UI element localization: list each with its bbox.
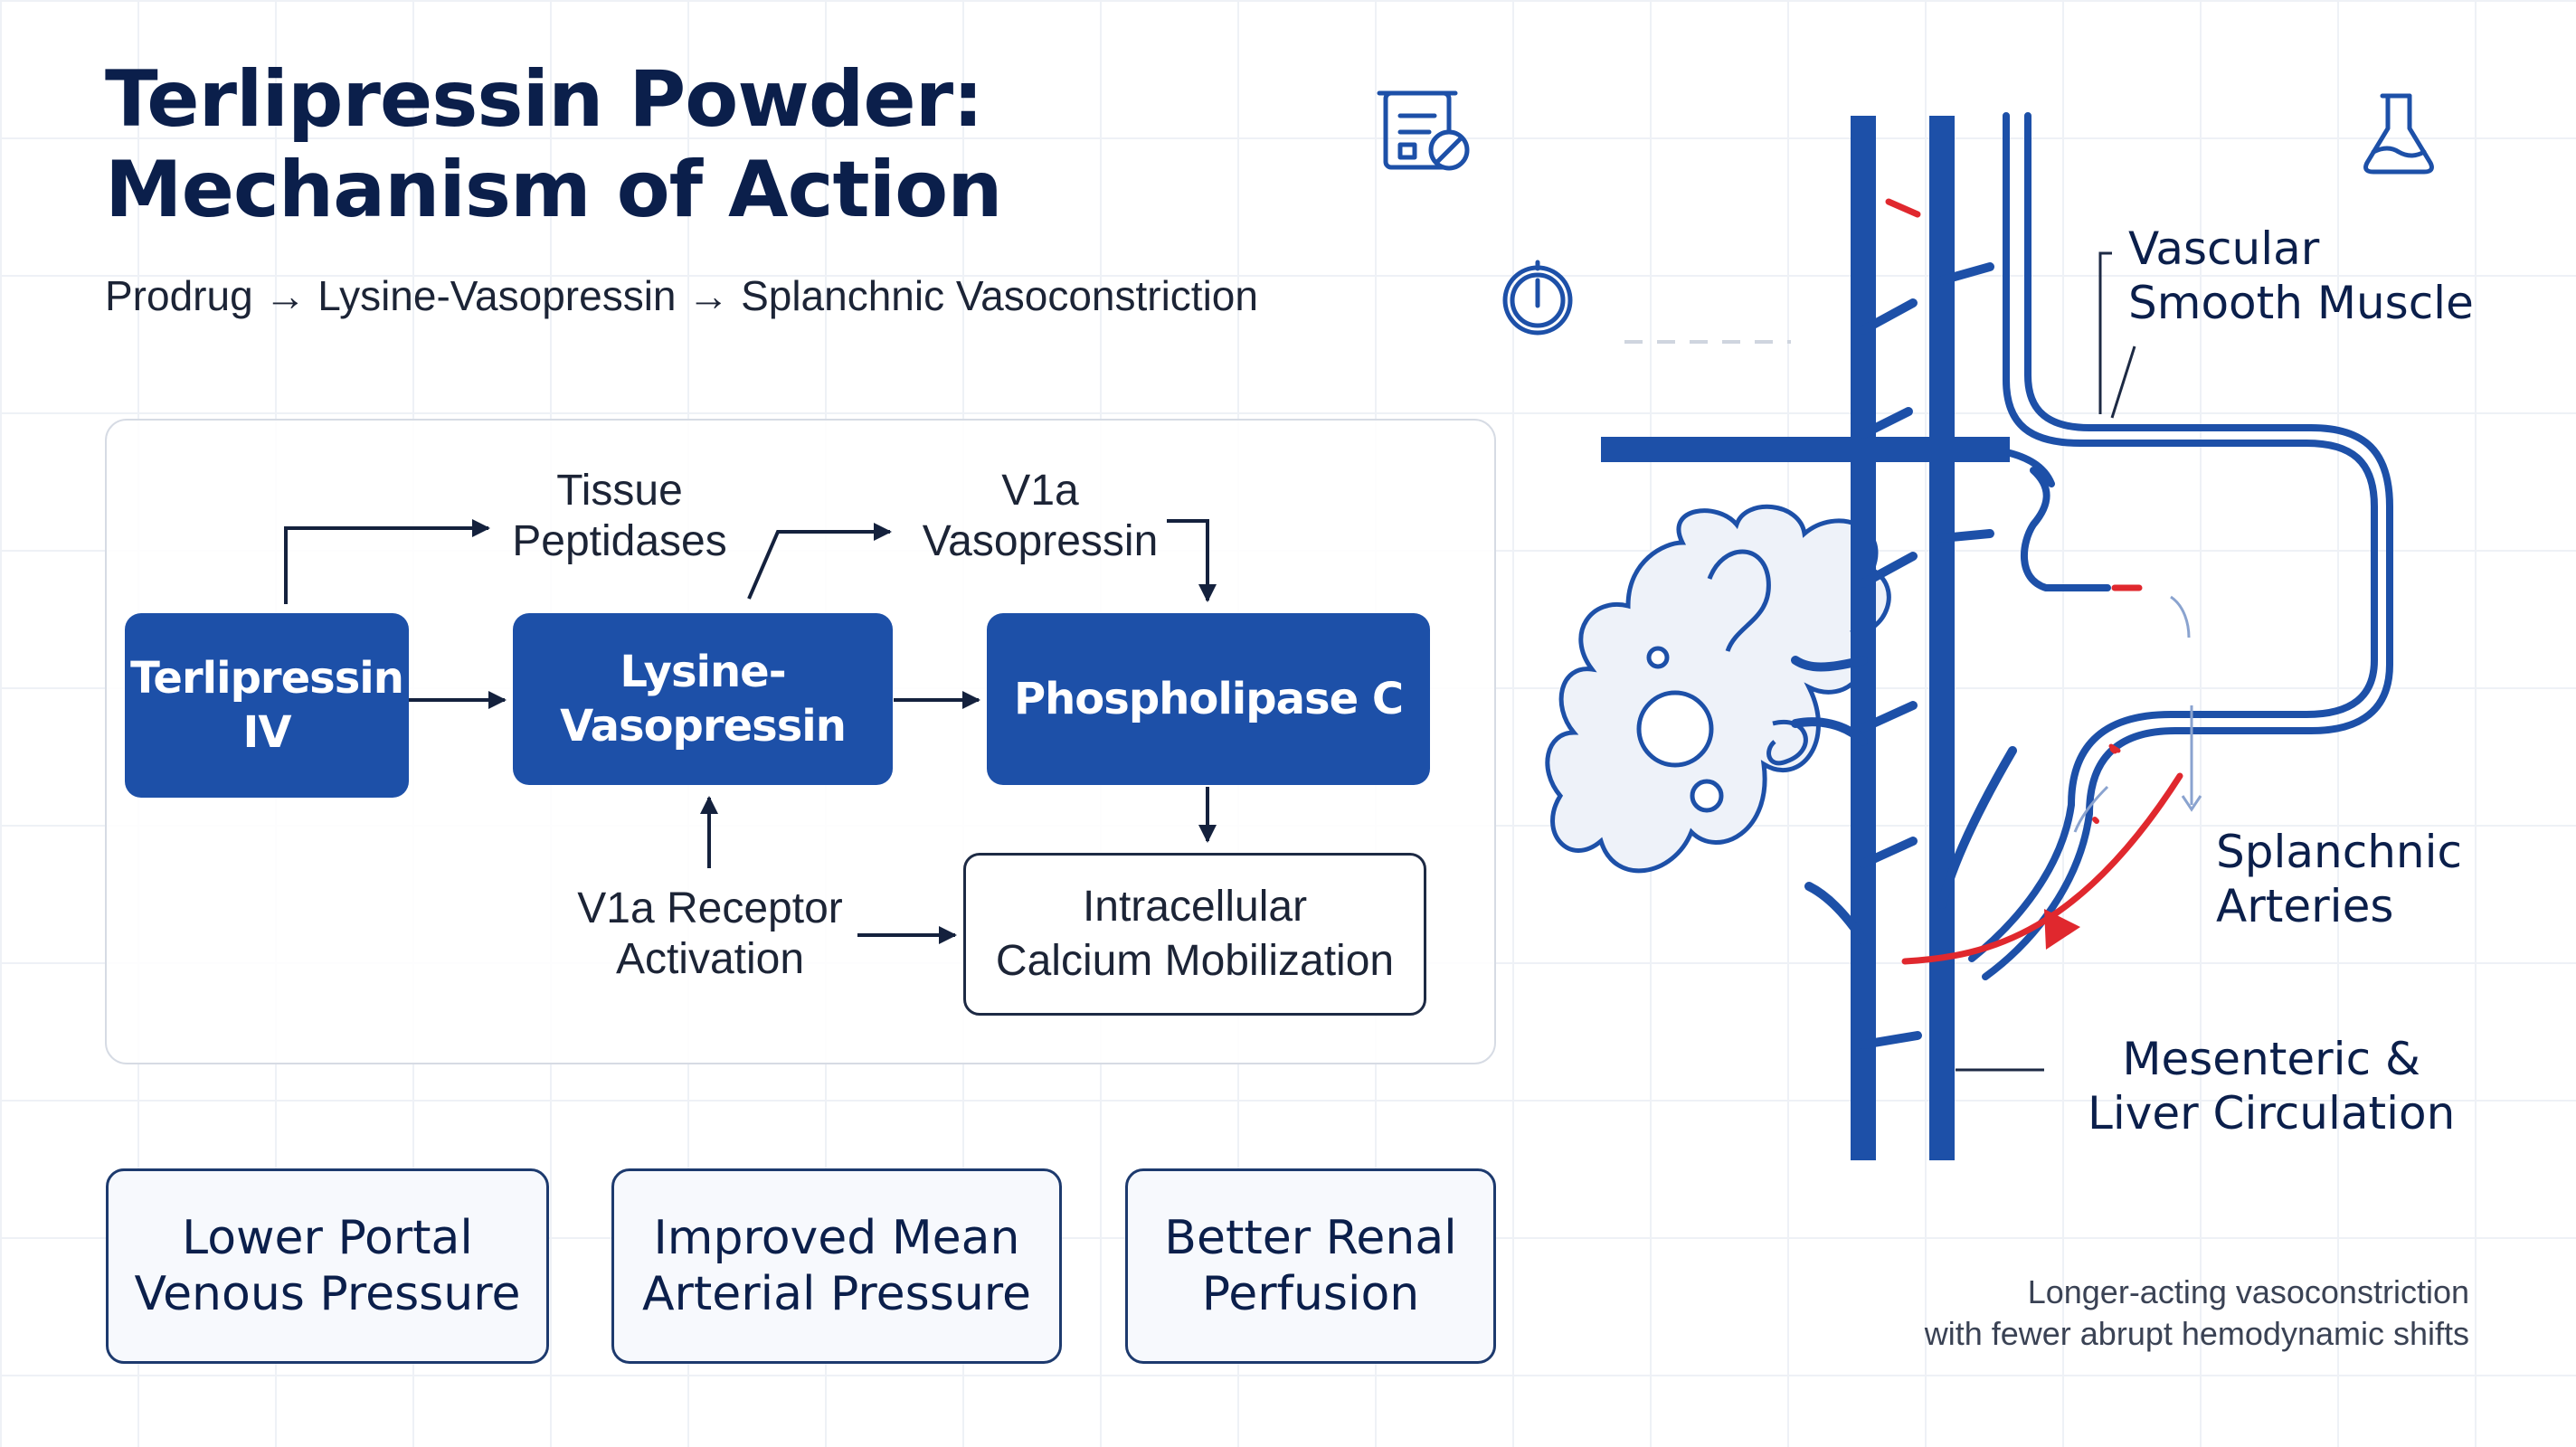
clipboard-pill-icon (1377, 90, 1470, 171)
arrow-to-v1a-vasopressin (747, 523, 892, 600)
node-lysine-vasopressin: Lysine- Vasopressin (513, 613, 893, 785)
label-leaders (1956, 251, 2136, 1072)
page-title: Terlipressin Powder: Mechanism of Action (105, 54, 1281, 235)
label-tissue-peptidases: Tissue Peptidases (512, 467, 727, 565)
red-flow-arrow (1901, 772, 2183, 965)
red-flow-markers (1885, 198, 2183, 965)
outcome-better-renal-perfusion: Better Renal Perfusion (1125, 1168, 1496, 1364)
title-line-1: Terlipressin Powder: (105, 54, 984, 145)
outcome-lower-portal-pressure: Lower Portal Venous Pressure (106, 1168, 549, 1364)
node-phospholipase-c: Phospholipase C (987, 613, 1430, 785)
title-line-2: Mechanism of Action (105, 145, 1002, 235)
label-vascular-smooth-muscle: Vascular Smooth Muscle (2128, 222, 2474, 329)
flask-icon (2363, 93, 2434, 175)
node-calcium-mobilization: Intracellular Calcium Mobilization (963, 853, 1426, 1016)
main-vessels (1601, 116, 2010, 1160)
vessel-branches (1791, 262, 2017, 1049)
outcome-improved-arterial-pressure: Improved Mean Arterial Pressure (611, 1168, 1062, 1364)
page-subtitle: Prodrug → Lysine-Vasopressin → Splanchni… (105, 272, 1258, 319)
node-lysine-label: Lysine- Vasopressin (560, 647, 847, 752)
label-v1a-receptor-activation: V1a Receptor Activation (577, 884, 843, 983)
thin-guides (2073, 595, 2202, 833)
node-calcium-label: Intracellular Calcium Mobilization (995, 883, 1395, 985)
arrow-v1a-to-phospholipase (1167, 519, 1217, 602)
label-v1a-vasopressin: V1a Vasopressin (922, 467, 1159, 565)
node-terlipressin-label: Terlipressin IV (130, 653, 404, 758)
footnote: Longer-acting vasoconstriction with fewe… (1924, 1273, 2469, 1352)
node-phospholipase-label: Phospholipase C (1013, 674, 1404, 724)
clock-icon (1502, 260, 1573, 336)
splanchnic-loop (1968, 112, 2393, 980)
node-terlipressin-iv: Terlipressin IV (125, 613, 409, 798)
label-mesenteric-liver-circulation: Mesenteric & Liver Circulation (2088, 1033, 2456, 1140)
red-arrowhead (2044, 909, 2080, 950)
liver-organ (1545, 504, 1891, 874)
arrow-to-tissue-peptidases (284, 519, 490, 604)
label-splanchnic-arteries: Splanchnic Arteries (2216, 826, 2462, 932)
